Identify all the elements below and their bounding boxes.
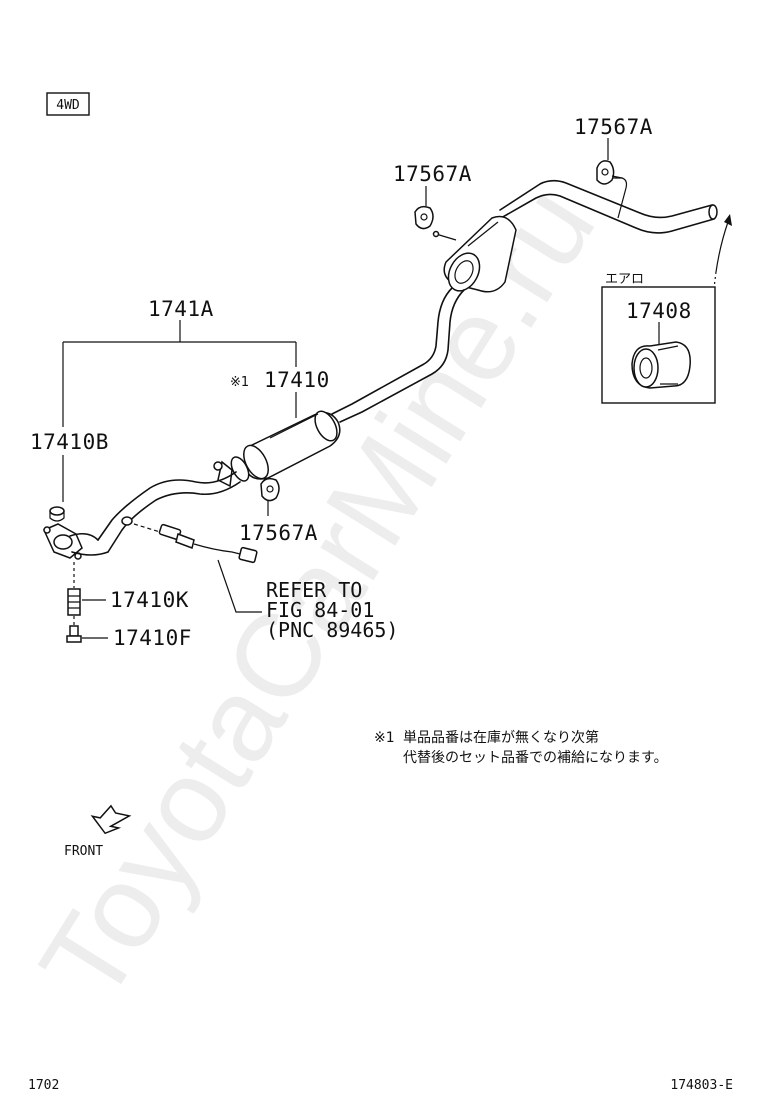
bolt-stack	[66, 562, 82, 643]
rubber-hanger-mid	[414, 205, 434, 230]
front-label: FRONT	[64, 844, 103, 859]
refer-line-1: REFER TO	[266, 578, 362, 602]
rubber-hanger-top	[596, 160, 623, 185]
label-17567A-mid: 17567A	[393, 162, 472, 186]
oxygen-sensor	[133, 523, 258, 564]
label-1741A: 1741A	[148, 297, 214, 321]
front-arrow-icon	[90, 804, 132, 835]
inset-box-17408	[601, 286, 716, 404]
4wd-badge: 4WD	[46, 92, 90, 116]
note-line-1: 単品品番は在庫が無くなり次第	[403, 729, 599, 746]
label-note-mark: ※1	[230, 375, 249, 390]
label-17567A-top: 17567A	[574, 115, 653, 139]
footer-right: 174803-E	[670, 1078, 733, 1093]
label-17408: 17408	[626, 299, 692, 323]
footer-left: 1702	[28, 1078, 59, 1093]
inset-title: エアロ	[605, 272, 644, 287]
exhaust-pipe-assembly	[43, 177, 718, 560]
label-17567A-low: 17567A	[239, 521, 318, 545]
refer-line-3: (PNC 89465)	[266, 618, 398, 642]
gasket-ring	[49, 506, 65, 522]
flow-arrow	[713, 214, 732, 289]
label-17410: 17410	[264, 368, 330, 392]
leader-lines	[62, 138, 609, 639]
label-17410F: 17410F	[113, 626, 192, 650]
note-line-2: 代替後のセット品番での補給になります。	[403, 750, 668, 766]
refer-line-2: FIG 84-01	[266, 598, 374, 622]
4wd-badge-text: 4WD	[56, 98, 80, 113]
label-17410K: 17410K	[110, 588, 189, 612]
rubber-hanger-low	[260, 477, 280, 502]
note-mark: ※1	[374, 730, 395, 746]
label-17410B: 17410B	[30, 430, 109, 454]
